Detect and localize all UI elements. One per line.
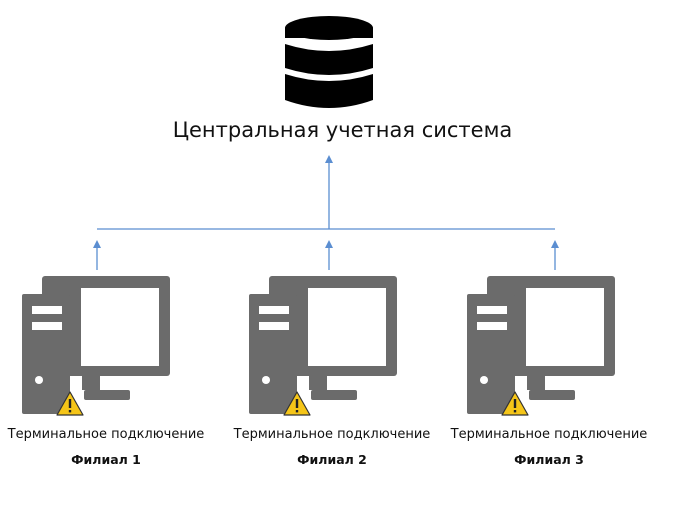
workstation-icon — [22, 276, 170, 416]
workstation-icon — [467, 276, 615, 416]
branch-1-name: Филиал 1 — [71, 452, 141, 467]
central-system-label: Центральная учетная система — [172, 118, 513, 142]
branch-3-name: Филиал 3 — [514, 452, 584, 467]
warning-icon — [283, 391, 311, 416]
branch-2-caption: Терминальное подключение — [233, 427, 431, 442]
warning-icon — [501, 391, 529, 416]
warning-icon — [56, 391, 84, 416]
workstation-icon — [249, 276, 397, 416]
branch-1-caption: Терминальное подключение — [7, 427, 205, 442]
branch-3-caption: Терминальное подключение — [450, 427, 648, 442]
database-icon — [285, 16, 373, 108]
connector-lines — [93, 155, 559, 270]
branch-2-name: Филиал 2 — [297, 452, 367, 467]
